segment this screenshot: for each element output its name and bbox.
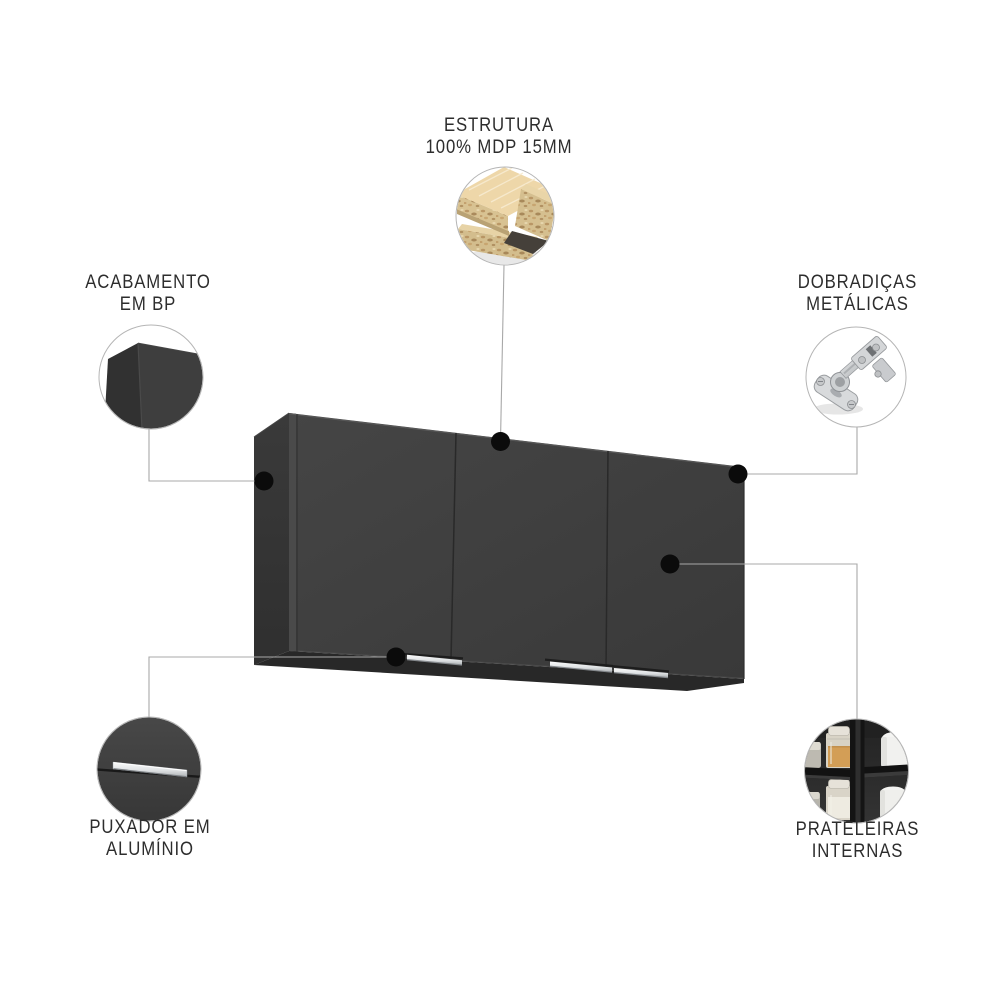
bp-corner-icon bbox=[104, 342, 203, 429]
leader-line-prateleiras bbox=[670, 563, 858, 720]
leader-line-dobradicas bbox=[738, 427, 858, 475]
door-seam-1 bbox=[450, 432, 457, 661]
feature-label-puxador-line2: ALUMÍNIO bbox=[106, 838, 194, 860]
feature-label-estrutura-line1: ESTRUTURA bbox=[443, 115, 555, 136]
door-handle-2 bbox=[544, 658, 614, 673]
feature-label-estrutura-line2: 100% MDP 15MM bbox=[425, 136, 573, 158]
feature-label-acabamento-line2: EM BP bbox=[119, 293, 177, 315]
cabinet-front-face bbox=[289, 413, 744, 679]
feature-label-prateleiras-line1: PRATELEIRAS bbox=[795, 819, 920, 840]
callout-dot-acabamento bbox=[254, 471, 274, 491]
feature-circle-border-prateleiras bbox=[804, 718, 909, 824]
cabinet-underside bbox=[254, 651, 744, 691]
feature-label-acabamento-line1: ACABAMENTO bbox=[85, 272, 211, 293]
cabinet bbox=[253, 412, 745, 691]
cabinet-side-panel bbox=[254, 413, 289, 665]
feature-label-prateleiras: PRATELEIRAS INTERNAS bbox=[751, 819, 963, 862]
feature-label-prateleiras-line2: INTERNAS bbox=[811, 840, 904, 862]
callout-dot-dobradicas bbox=[728, 464, 748, 484]
callout-dots bbox=[254, 432, 748, 667]
callout-dot-puxador bbox=[386, 647, 406, 667]
feature-label-acabamento: ACABAMENTO EM BP bbox=[42, 272, 253, 315]
feature-label-dobradicas: DOBRADIÇAS METÁLICAS bbox=[751, 272, 963, 315]
leader-line-estrutura bbox=[499, 264, 505, 442]
feature-circle-border-dobradicas bbox=[805, 326, 907, 428]
cabinet-bottom-bevel bbox=[288, 649, 745, 679]
feature-label-puxador-line1: PUXADOR EM bbox=[89, 817, 211, 838]
feature-label-puxador: PUXADOR EM ALUMÍNIO bbox=[44, 817, 255, 860]
door-handle-3 bbox=[612, 665, 670, 679]
feature-label-dobradicas-line2: METÁLICAS bbox=[806, 293, 909, 315]
feature-circle-border-puxador bbox=[96, 716, 202, 822]
mdp-board-icon bbox=[456, 167, 554, 264]
feature-circle-acabamento bbox=[99, 325, 203, 429]
aluminum-handle-icon bbox=[97, 761, 201, 779]
callout-dot-prateleiras bbox=[660, 554, 680, 574]
cabinet-top-bevel bbox=[288, 413, 745, 469]
leader-line-acabamento bbox=[148, 428, 264, 482]
callout-dot-estrutura bbox=[491, 432, 510, 451]
leader-line-puxador bbox=[148, 656, 396, 717]
cabinet-side-front-edge bbox=[289, 413, 296, 652]
feature-circle-border-acabamento bbox=[98, 324, 204, 430]
leader-lines bbox=[148, 264, 858, 720]
feature-circle-puxador bbox=[97, 717, 201, 821]
cabinet-side-top-edge bbox=[253, 412, 290, 438]
feature-label-dobradicas-line1: DOBRADIÇAS bbox=[797, 272, 918, 293]
door-seam-2 bbox=[605, 450, 609, 672]
feature-label-estrutura: ESTRUTURA 100% MDP 15MM bbox=[358, 115, 640, 158]
feature-circle-border-estrutura bbox=[455, 166, 555, 266]
cabinet-doors bbox=[296, 414, 670, 679]
feature-circle-estrutura bbox=[456, 167, 554, 265]
metal-hinge-icon bbox=[813, 336, 896, 415]
feature-circle-dobradicas bbox=[806, 327, 906, 427]
